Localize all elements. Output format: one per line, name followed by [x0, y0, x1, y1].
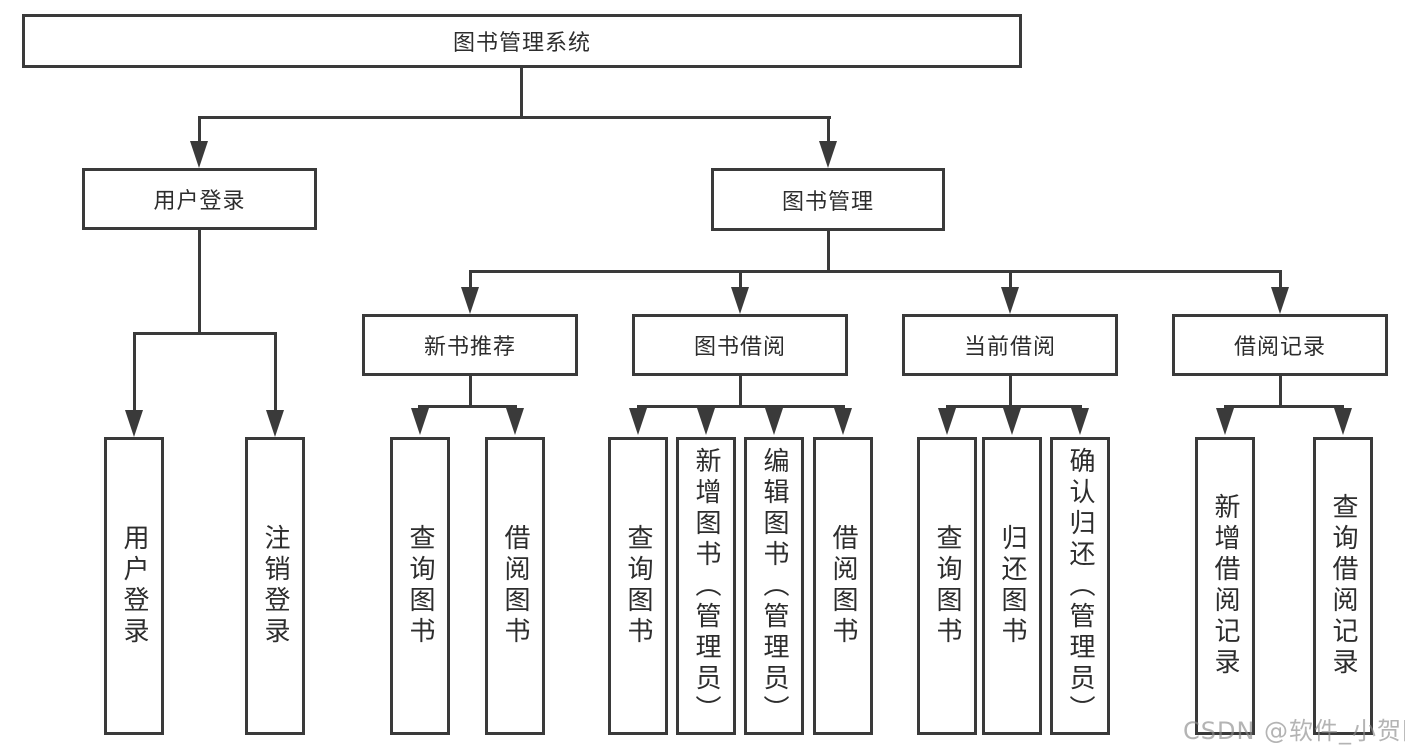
node-leaf-bb-edit-books-admin: 编辑图书（管理员）	[744, 437, 804, 735]
node-label: 新增借阅记录	[1210, 493, 1240, 679]
csdn-watermark: CSDN @软件_小贺同学	[1183, 717, 1405, 745]
node-label: 编辑图书（管理员）	[759, 446, 789, 726]
arrow-to-br-add	[1216, 408, 1234, 435]
connector-drop-borrow-records	[1279, 270, 1282, 289]
node-book-borrowing: 图书借阅	[632, 314, 848, 376]
connector-current-stem	[1009, 376, 1012, 407]
node-label: 当前借阅	[963, 335, 1056, 360]
node-new-book-recommend: 新书推荐	[362, 314, 578, 376]
node-book-management: 图书管理	[711, 168, 945, 231]
node-label: 新增图书（管理员）	[691, 446, 721, 726]
node-label: 用户登录	[119, 524, 149, 648]
connector-drop-current-borrow	[1009, 270, 1012, 289]
connector-records-horizontal	[1224, 405, 1344, 408]
node-borrowing-records: 借阅记录	[1172, 314, 1388, 376]
node-label: 查询图书	[405, 524, 435, 648]
node-label: 借阅记录	[1233, 335, 1326, 360]
node-leaf-br-add-record: 新增借阅记录	[1195, 437, 1255, 735]
arrow-to-user-login	[190, 141, 208, 168]
connector-bookborrow-horizontal	[637, 405, 845, 408]
connector-records-stem	[1279, 376, 1282, 407]
connector-current-horizontal	[946, 405, 1082, 408]
arrow-to-bb-edit	[765, 408, 783, 435]
connector-level2-horizontal	[198, 116, 831, 119]
connector-newbooks-stem	[469, 376, 472, 407]
node-leaf-nb-borrow-books: 借阅图书	[485, 437, 545, 735]
node-leaf-user-login: 用户登录	[104, 437, 164, 735]
arrow-to-br-query	[1334, 408, 1352, 435]
node-label: 用户登录	[153, 189, 246, 214]
arrow-to-new-books	[461, 287, 479, 314]
node-user-login-branch: 用户登录	[82, 168, 317, 230]
arrow-to-bb-query	[629, 408, 647, 435]
connector-login-stem	[198, 230, 201, 334]
connector-root-stem	[520, 68, 523, 118]
connector-level3-horizontal	[469, 270, 1282, 273]
node-leaf-nb-query-books: 查询图书	[390, 437, 450, 735]
arrow-to-borrow-records	[1271, 287, 1289, 314]
node-label: 借阅图书	[828, 524, 858, 648]
arrow-to-nb-query	[411, 408, 429, 435]
node-leaf-br-query-record: 查询借阅记录	[1313, 437, 1373, 735]
arrow-to-book-management	[819, 141, 837, 168]
node-label: 图书借阅	[693, 335, 786, 360]
arrow-to-login-user	[125, 410, 143, 437]
node-leaf-logout: 注销登录	[245, 437, 305, 735]
arrow-to-cb-query	[938, 408, 956, 435]
arrow-to-bb-borrow	[834, 408, 852, 435]
node-leaf-bb-add-books-admin: 新增图书（管理员）	[676, 437, 736, 735]
node-label: 注销登录	[260, 524, 290, 648]
connector-login-horizontal	[133, 332, 277, 335]
arrow-to-cb-return	[1003, 408, 1021, 435]
connector-drop-book-borrow	[739, 270, 742, 289]
connector-newbooks-horizontal	[418, 405, 517, 408]
node-label: 图书管理	[781, 189, 874, 215]
node-library-management-system: 图书管理系统	[22, 14, 1022, 68]
arrow-to-book-borrow	[731, 287, 749, 314]
arrow-to-login-logout	[266, 410, 284, 437]
arrow-to-bb-add	[697, 408, 715, 435]
node-label: 查询图书	[623, 524, 653, 648]
node-label: 确认归还（管理员）	[1065, 446, 1095, 726]
arrow-to-nb-borrow	[506, 408, 524, 435]
node-label: 图书管理系统	[452, 31, 591, 56]
node-leaf-cb-query-books: 查询图书	[917, 437, 977, 735]
connector-drop-new-books	[469, 270, 472, 289]
node-label: 借阅图书	[500, 524, 530, 648]
node-label: 归还图书	[997, 524, 1027, 648]
connector-bookborrow-stem	[739, 376, 742, 407]
node-label: 查询图书	[932, 524, 962, 648]
connector-drop-user-login	[198, 116, 201, 143]
connector-drop-login-logout	[274, 332, 277, 410]
node-leaf-bb-borrow-books: 借阅图书	[813, 437, 873, 735]
node-leaf-cb-return-books: 归还图书	[982, 437, 1042, 735]
node-label: 查询借阅记录	[1328, 493, 1358, 679]
arrow-to-cb-confirm	[1071, 408, 1089, 435]
node-leaf-bb-query-books: 查询图书	[608, 437, 668, 735]
arrow-to-current-borrow	[1001, 287, 1019, 314]
node-label: 新书推荐	[423, 335, 516, 360]
connector-mgmt-stem	[827, 231, 830, 272]
node-current-borrowing: 当前借阅	[902, 314, 1118, 376]
connector-drop-book-management	[827, 116, 830, 143]
node-leaf-cb-confirm-return-admin: 确认归还（管理员）	[1050, 437, 1110, 735]
connector-drop-login-user	[133, 332, 136, 410]
